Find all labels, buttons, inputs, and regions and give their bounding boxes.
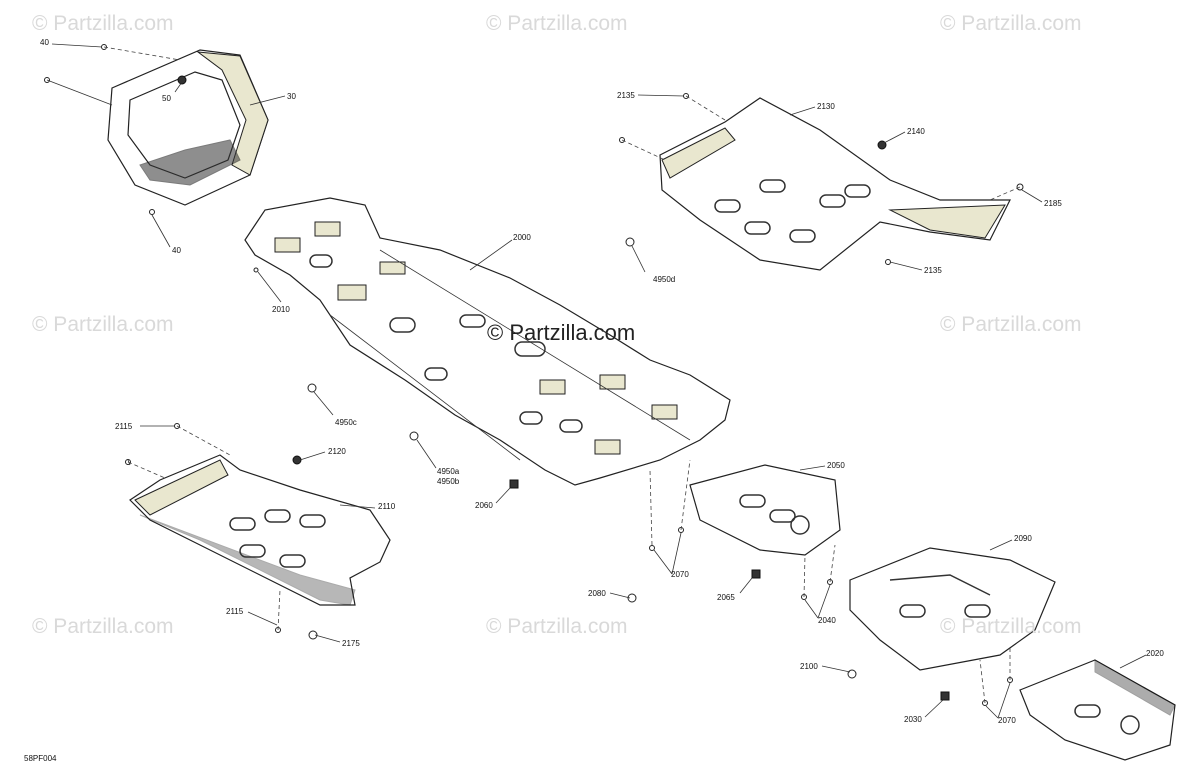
callout-2120: 2120 xyxy=(328,447,346,456)
callout-2140: 2140 xyxy=(907,127,925,136)
callout-2115: 2115 xyxy=(115,422,133,431)
callout-2080: 2080 xyxy=(588,589,606,598)
part-2020-rear-plate xyxy=(1019,659,1176,761)
callout-2185: 2185 xyxy=(1044,199,1062,208)
watermark: © Partzilla.com xyxy=(940,12,1082,35)
callout-2175: 2175 xyxy=(342,639,360,648)
part-2110-left-side-plate xyxy=(129,454,391,606)
callout-30: 30 xyxy=(287,92,296,101)
center-watermark: © Partzilla.com xyxy=(487,320,636,345)
callout-2115: 2115 xyxy=(226,607,244,616)
callout-4950d: 4950d xyxy=(653,275,676,284)
callout-50: 50 xyxy=(162,94,171,103)
watermark: © Partzilla.com xyxy=(486,615,628,638)
callout-2010: 2010 xyxy=(272,305,290,314)
callout-2100: 2100 xyxy=(800,662,818,671)
watermark: © Partzilla.com xyxy=(486,12,628,35)
watermark: © Partzilla.com xyxy=(940,615,1082,638)
callout-2090: 2090 xyxy=(1014,534,1032,543)
callout-2040: 2040 xyxy=(818,616,836,625)
part-2130-right-side-plate xyxy=(659,97,1011,271)
callout-2060: 2060 xyxy=(475,501,493,510)
callout-2070: 2070 xyxy=(998,716,1016,725)
watermark: © Partzilla.com xyxy=(32,313,174,336)
callout-4950b: 4950b xyxy=(437,477,460,486)
watermark: © Partzilla.com xyxy=(32,12,174,35)
watermark: © Partzilla.com xyxy=(940,313,1082,336)
leader-lines xyxy=(46,43,1147,719)
callout-2020: 2020 xyxy=(1146,649,1164,658)
callout-4950c: 4950c xyxy=(335,418,357,427)
callout-40: 40 xyxy=(40,38,49,47)
part-2050-plate xyxy=(689,464,841,556)
callout-2050: 2050 xyxy=(827,461,845,470)
callout-2110: 2110 xyxy=(378,502,396,511)
reference-code: 58PF004 xyxy=(24,754,57,763)
callout-4950a: 4950a xyxy=(437,467,460,476)
callout-2030: 2030 xyxy=(904,715,922,724)
part-2090-plate xyxy=(849,547,1056,671)
part-2000-main-skid-plate xyxy=(244,197,731,486)
callout-2070: 2070 xyxy=(671,570,689,579)
callout-2065: 2065 xyxy=(717,593,735,602)
callout-2135: 2135 xyxy=(924,266,942,275)
watermark: © Partzilla.com xyxy=(32,615,174,638)
callout-40: 40 xyxy=(172,246,181,255)
callout-2000: 2000 xyxy=(513,233,531,242)
callout-2130: 2130 xyxy=(817,102,835,111)
part-30-front-guard xyxy=(107,49,269,206)
callout-2135: 2135 xyxy=(617,91,635,100)
